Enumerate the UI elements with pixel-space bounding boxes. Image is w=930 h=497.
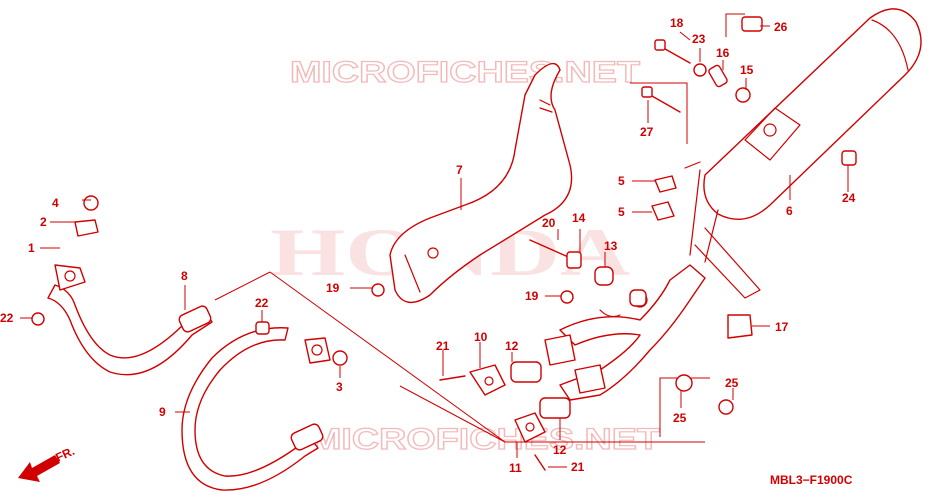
callout-22-right: 22 (255, 296, 269, 310)
callout-15: 15 (740, 63, 754, 77)
callout-27: 27 (640, 125, 654, 139)
muffler (684, 8, 922, 299)
callout-4: 4 (52, 196, 59, 210)
frame-bracket-25 (659, 377, 710, 437)
callout-13: 13 (604, 239, 618, 253)
callout-24: 24 (842, 191, 856, 205)
callout-20: 20 (542, 216, 556, 230)
frame-pipe-group-lower (214, 271, 506, 443)
callout-10: 10 (474, 330, 488, 344)
callout-25-left: 25 (673, 411, 687, 425)
callout-25-right: 25 (725, 376, 739, 390)
callout-7: 7 (456, 163, 463, 177)
callout-8: 8 (181, 269, 188, 283)
callout-9: 9 (159, 405, 166, 419)
callout-18: 18 (670, 16, 684, 30)
frame-bracket-27 (630, 82, 688, 144)
callout-5-upper: 5 (618, 174, 625, 188)
callout-5-lower: 5 (618, 205, 625, 219)
exhaust-chamber (544, 264, 706, 401)
callout-3: 3 (336, 380, 343, 394)
exhaust-pipe-rear (181, 327, 331, 491)
heat-shield (389, 62, 573, 303)
callout-6: 6 (786, 204, 793, 218)
front-direction-arrow: FR. (18, 444, 77, 482)
frame-top-left-bracket (725, 13, 745, 37)
parts-small (31, 16, 857, 471)
front-direction-label: FR. (53, 444, 76, 465)
diagram-code: MBL3−F1900C (770, 473, 853, 487)
watermark-top: MICROFICHES.NET (290, 56, 640, 89)
callout-labels: 18 23 16 15 26 27 5 5 6 24 7 4 2 1 8 22 … (0, 16, 856, 475)
exhaust-pipe-front (47, 264, 213, 376)
callout-23: 23 (692, 32, 706, 46)
callout-12-upper: 12 (505, 339, 519, 353)
callout-11: 11 (509, 461, 522, 475)
callout-2: 2 (40, 215, 47, 229)
callout-16: 16 (716, 46, 730, 60)
callout-17: 17 (775, 320, 789, 334)
callout-19-right: 19 (525, 289, 539, 303)
callout-21-lower: 21 (571, 460, 585, 474)
callout-1: 1 (28, 241, 35, 255)
callout-26: 26 (774, 20, 788, 34)
callout-14: 14 (572, 211, 586, 225)
callout-21-upper: 21 (436, 339, 450, 353)
leader-lines (20, 25, 849, 468)
callout-12-lower: 12 (553, 443, 567, 457)
callout-22-left: 22 (0, 311, 14, 325)
callout-19-left: 19 (326, 281, 340, 295)
